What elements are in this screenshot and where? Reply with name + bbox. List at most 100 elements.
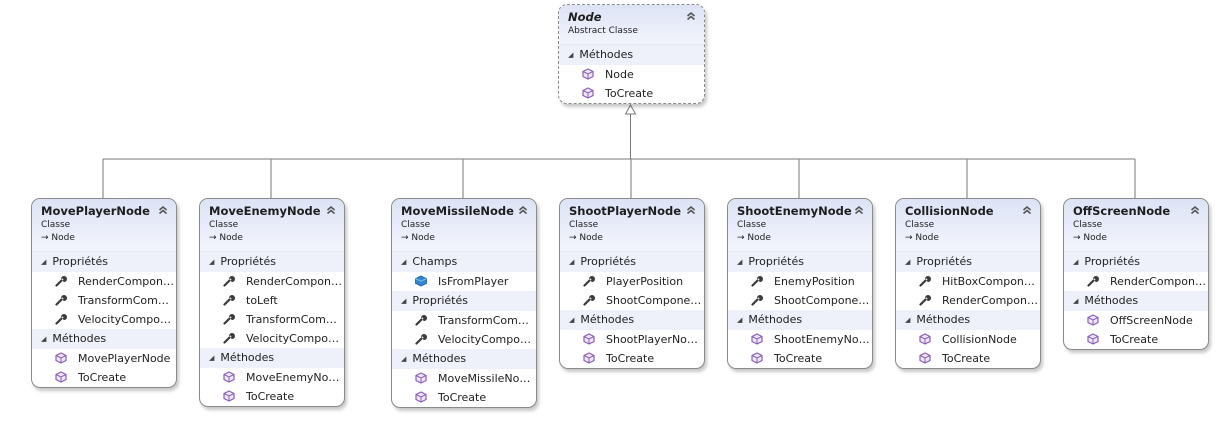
double-chevron-up-icon[interactable] [1020,204,1033,217]
triangle-down-icon[interactable]: ◢ [737,258,743,266]
member-item[interactable]: CollisionNode [896,330,1040,349]
triangle-down-icon[interactable]: ◢ [401,258,407,266]
member-item[interactable]: VelocityCompo… [32,310,176,329]
member-item[interactable]: TransformCom… [200,310,344,329]
triangle-down-icon[interactable]: ◢ [41,335,47,343]
member-item[interactable]: RenderCompon… [1064,272,1208,291]
member-item[interactable]: ToCreate [392,388,536,407]
wrench-property-icon [222,312,236,325]
member-item[interactable]: ToCreate [200,387,344,406]
section-mthodes[interactable]: ◢Méthodes [1064,291,1208,311]
member-item[interactable]: RenderCompon… [896,291,1040,310]
member-item[interactable]: PlayerPosition [560,272,704,291]
member-item[interactable]: ShootCompone… [560,291,704,310]
member-item[interactable]: ShootEnemyNo… [728,330,872,349]
section-proprits[interactable]: ◢Propriétés [200,252,344,272]
field-cube-icon [414,274,428,287]
member-item[interactable]: ToCreate [560,349,704,368]
double-chevron-up-icon[interactable] [516,204,529,217]
member-item[interactable]: ToCreate [559,84,704,103]
double-chevron-up-icon[interactable] [852,204,865,217]
member-item[interactable]: HitBoxCompon… [896,272,1040,291]
member-item[interactable]: MoveMissileNo… [392,369,536,388]
section-mthodes[interactable]: ◢Méthodes [896,310,1040,330]
double-chevron-up-icon[interactable] [684,10,697,23]
member-item[interactable]: RenderCompon… [32,272,176,291]
triangle-down-icon[interactable]: ◢ [209,354,215,362]
section-proprits[interactable]: ◢Propriétés [1064,252,1208,272]
class-kind: Classe [905,220,935,230]
member-item[interactable]: RenderCompon… [200,272,344,291]
triangle-down-icon[interactable]: ◢ [569,258,575,266]
section-mthodes[interactable]: ◢Méthodes [200,348,344,368]
method-cube-icon [582,351,596,364]
member-item[interactable]: ToCreate [896,349,1040,368]
section-label: Propriétés [748,255,804,268]
class-kind: Classe [737,220,767,230]
member-name: toLeft [246,294,278,307]
triangle-down-icon[interactable]: ◢ [1073,258,1079,266]
section-mthodes[interactable]: ◢Méthodes [560,310,704,330]
section-proprits[interactable]: ◢Propriétés [560,252,704,272]
section-mthodes[interactable]: ◢Méthodes [728,310,872,330]
double-chevron-up-icon[interactable] [156,204,169,217]
section-mthodes[interactable]: ◢Méthodes [32,329,176,349]
triangle-down-icon[interactable]: ◢ [1073,297,1079,305]
member-item[interactable]: Node [559,65,704,84]
section-champs[interactable]: ◢Champs [392,252,536,272]
class-name: CollisionNode [905,204,994,218]
triangle-down-icon[interactable]: ◢ [401,297,407,305]
double-chevron-up-icon[interactable] [684,204,697,217]
triangle-down-icon[interactable]: ◢ [905,258,911,266]
member-item[interactable]: MoveEnemyNo… [200,368,344,387]
wrench-property-icon [222,331,236,344]
triangle-down-icon[interactable]: ◢ [905,316,911,324]
section-mthodes[interactable]: ◢Méthodes [392,349,536,369]
section-label: Propriétés [916,255,972,268]
member-item[interactable]: TransformCom… [32,291,176,310]
section-proprits[interactable]: ◢ Propriétés [728,252,872,272]
double-chevron-up-icon[interactable] [324,204,337,217]
member-item[interactable]: VelocityCompo… [392,330,536,349]
double-chevron-up-icon[interactable] [1188,204,1201,217]
member-item[interactable]: ShootPlayerNo… [560,330,704,349]
member-name: RenderCompon… [942,294,1038,307]
member-item[interactable]: ToCreate [1064,330,1208,349]
triangle-down-icon[interactable]: ◢ [401,355,407,363]
member-name: Node [605,68,634,81]
section-proprits[interactable]: ◢Propriétés [392,291,536,311]
base-class-label: → Node [41,233,75,243]
member-item[interactable]: ToCreate [32,368,176,387]
section-proprits[interactable]: ◢Propriétés [32,252,176,272]
member-item[interactable]: toLeft [200,291,344,310]
triangle-down-icon[interactable]: ◢ [568,51,574,59]
class-kind: Classe [401,220,431,230]
member-item[interactable]: OffScreenNode [1064,311,1208,330]
member-item[interactable]: EnemyPosition [728,272,872,291]
member-name: ToCreate [78,371,127,384]
triangle-down-icon[interactable]: ◢ [209,258,215,266]
method-cube-icon [414,390,428,403]
member-item[interactable]: ShootCompone… [728,291,872,310]
member-item[interactable]: VelocityCompo… [200,329,344,348]
method-cube-icon [918,332,932,345]
section-proprits[interactable]: ◢ Propriétés [896,252,1040,272]
section-mthodes[interactable]: ◢Méthodes [559,45,704,65]
triangle-down-icon[interactable]: ◢ [569,316,575,324]
member-item[interactable]: ToCreate [728,349,872,368]
class-kind: Classe [569,220,599,230]
member-name: ShootCompone… [774,294,870,307]
triangle-down-icon[interactable]: ◢ [737,316,743,324]
member-item[interactable]: MovePlayerNode [32,349,176,368]
triangle-down-icon[interactable]: ◢ [41,258,47,266]
member-item[interactable]: IsFromPlayer [392,272,536,291]
member-item[interactable]: TransformCom… [392,311,536,330]
